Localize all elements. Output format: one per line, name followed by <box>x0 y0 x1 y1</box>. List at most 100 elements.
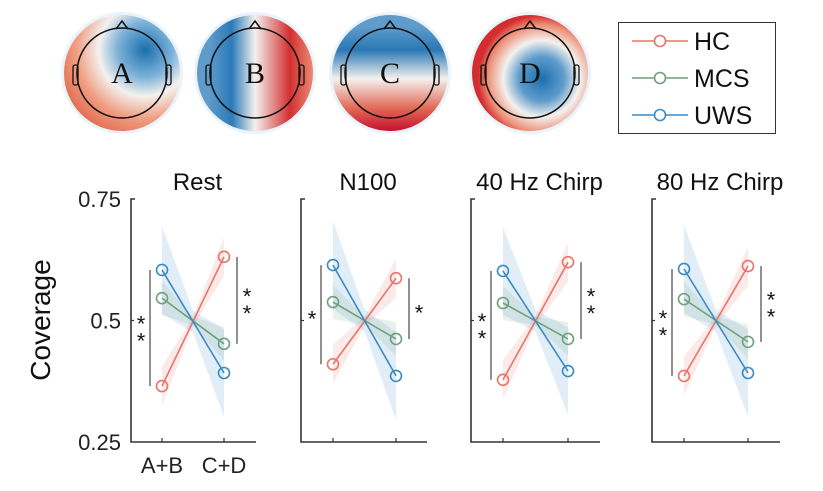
legend-label: MCS <box>694 65 750 93</box>
data-point-mcs <box>155 291 169 305</box>
data-point-mcs <box>326 295 340 309</box>
topomap-label: B <box>245 57 265 90</box>
head-outline <box>76 27 168 119</box>
significance-star: * <box>415 301 424 326</box>
head-outline <box>484 27 576 119</box>
topomap-label: A <box>111 57 133 90</box>
data-point-uws <box>496 264 510 278</box>
y-axis-label: Coverage <box>25 259 56 380</box>
significance-star: * <box>587 301 596 326</box>
y-tick-label: 0.5 <box>90 309 121 334</box>
ear-icon <box>433 64 440 86</box>
nose-icon <box>115 19 129 30</box>
data-point-uws <box>389 369 403 383</box>
nose-icon <box>383 19 397 30</box>
topomap-field <box>332 15 448 131</box>
data-point-hc <box>741 259 755 273</box>
ear-icon <box>165 64 172 86</box>
panel-title: 40 Hz Chirp <box>476 169 603 196</box>
data-point-hc <box>217 250 231 264</box>
panel-40-hz-chirp: 40 Hz Chirp**** <box>470 169 603 443</box>
legend-item-hc: HC <box>632 28 730 56</box>
data-point-uws <box>677 262 691 276</box>
significance-star: * <box>243 284 252 309</box>
topomap-field <box>64 15 180 131</box>
data-point-mcs <box>561 332 575 346</box>
panel-title: 80 Hz Chirp <box>657 169 784 196</box>
legend-marker <box>653 108 667 122</box>
panel-title: N100 <box>339 169 396 196</box>
data-point-mcs <box>389 332 403 346</box>
head-outline <box>344 27 436 119</box>
data-point-hc <box>389 271 403 285</box>
legend-label: UWS <box>694 102 752 130</box>
topomap-D: D <box>469 12 591 134</box>
significance-star: * <box>767 287 776 312</box>
panel-title: Rest <box>173 169 223 196</box>
panel-80-hz-chirp: 80 Hz Chirp**** <box>651 169 784 443</box>
data-point-hc <box>496 373 510 387</box>
ear-icon <box>205 64 212 86</box>
y-tick-label: 0.75 <box>78 187 121 212</box>
panel-n100: N100 * * <box>300 169 427 443</box>
significance-star: * <box>659 323 668 348</box>
data-point-mcs <box>217 337 231 351</box>
topomap-field <box>197 15 313 131</box>
data-point-hc <box>155 379 169 393</box>
significance-star: * <box>137 312 146 337</box>
topomap-C: C <box>329 12 451 134</box>
data-point-uws <box>326 258 340 272</box>
significance-stars-right: * <box>415 301 424 326</box>
legend-marker <box>653 71 667 85</box>
significance-star: * <box>659 306 668 331</box>
nose-icon <box>523 19 537 30</box>
topomap-A: A <box>61 12 183 134</box>
series-line-uws <box>161 269 225 374</box>
significance-star: * <box>587 284 596 309</box>
ear-icon <box>72 64 79 86</box>
data-point-hc <box>677 369 691 383</box>
significance-star: * <box>243 301 252 326</box>
legend-item-uws: UWS <box>632 102 752 130</box>
topomap-field <box>472 15 588 131</box>
significance-stars-right: ** <box>587 284 596 326</box>
data-point-uws <box>217 366 231 380</box>
ear-icon <box>480 64 487 86</box>
significance-stars-left: * <box>308 307 317 332</box>
data-point-hc <box>326 357 340 371</box>
legend-marker <box>653 34 667 48</box>
significance-star: * <box>137 329 146 354</box>
significance-stars-right: ** <box>767 287 776 329</box>
data-point-mcs <box>677 292 691 306</box>
significance-stars-right: ** <box>243 284 252 326</box>
data-point-mcs <box>496 296 510 310</box>
ear-icon <box>573 64 580 86</box>
legend: HC MCS UWS <box>618 22 776 134</box>
significance-star: * <box>308 307 317 332</box>
data-point-uws <box>561 364 575 378</box>
data-point-hc <box>561 255 575 269</box>
x-tick-label: A+B <box>141 453 183 478</box>
series-line-uws <box>502 270 569 372</box>
series-line-uws <box>683 268 749 374</box>
legend-item-mcs: MCS <box>632 65 750 93</box>
data-point-uws <box>155 263 169 277</box>
nose-icon <box>248 19 262 30</box>
series-line-uws <box>332 264 397 377</box>
significance-stars-left: ** <box>137 312 146 354</box>
topomap-label: C <box>380 57 400 90</box>
topomap-label: D <box>519 57 541 90</box>
significance-star: * <box>767 304 776 329</box>
significance-star: * <box>478 326 487 351</box>
significance-stars-left: ** <box>478 309 487 351</box>
significance-star: * <box>478 309 487 334</box>
data-point-mcs <box>741 335 755 349</box>
data-point-uws <box>741 366 755 380</box>
ear-icon <box>340 64 347 86</box>
x-tick-label: C+D <box>202 453 247 478</box>
significance-stars-left: ** <box>659 306 668 348</box>
legend-label: HC <box>694 28 730 56</box>
y-tick-label: 0.25 <box>78 430 121 455</box>
